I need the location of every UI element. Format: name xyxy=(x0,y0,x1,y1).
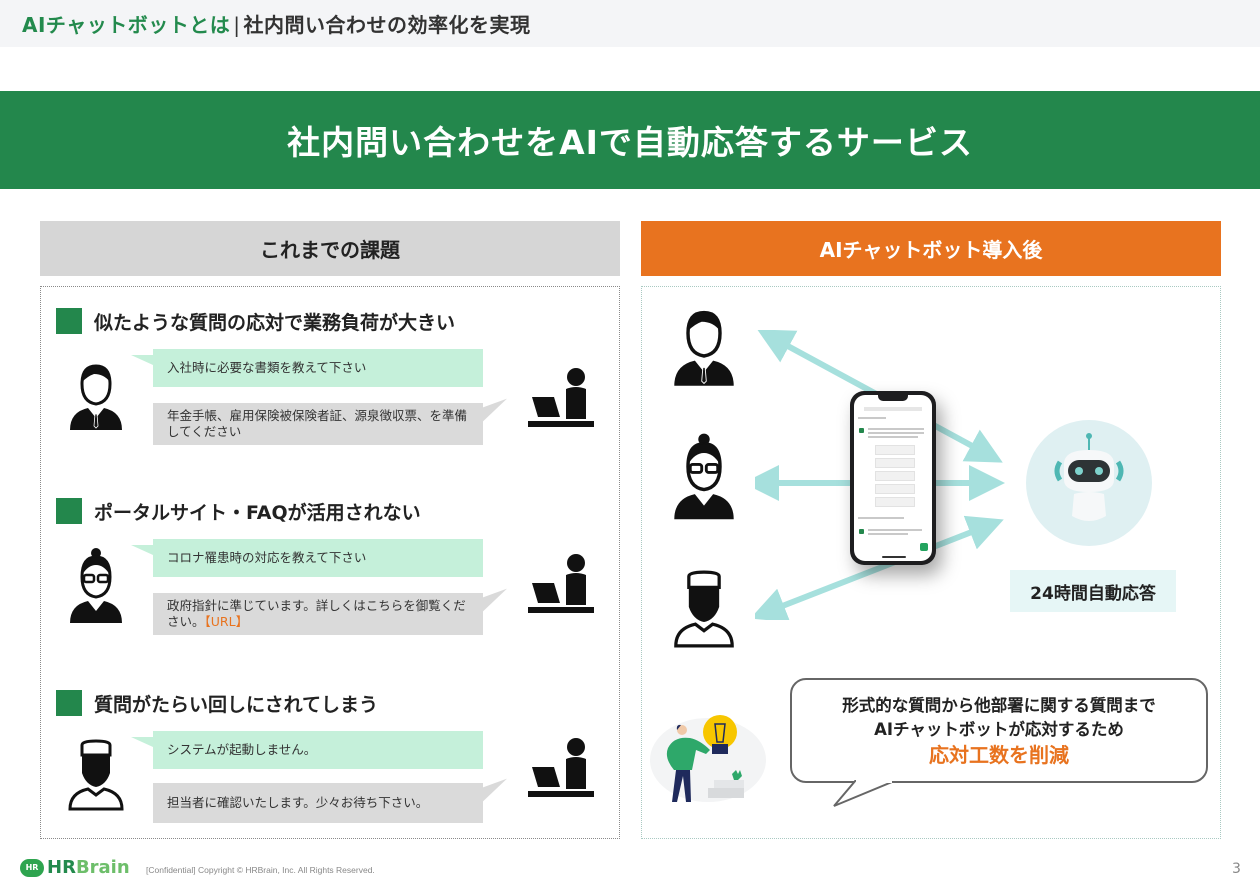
screen-line xyxy=(868,428,924,430)
bot-avatar-icon xyxy=(859,529,864,534)
issue-heading: 似たような質問の応対で業務負荷が大きい xyxy=(56,307,455,335)
callout-line-2: AIチャットボットが応対するため xyxy=(874,719,1124,739)
option-chip xyxy=(875,458,915,468)
green-square-icon xyxy=(56,498,82,524)
question-bubble: 入社時に必要な書類を教えて下さい xyxy=(131,349,483,387)
banner-title: 社内問い合わせをAIで自動応答するサービス xyxy=(287,123,973,162)
phone-notch xyxy=(878,395,908,401)
24h-response-badge: 24時間自動応答 xyxy=(1010,570,1176,612)
screen-line xyxy=(858,417,886,419)
title-banner: 社内問い合わせをAIで自動応答するサービス xyxy=(0,91,1260,189)
businessman-icon xyxy=(674,310,734,386)
header-separator: | xyxy=(233,13,241,37)
issue-item: ポータルサイト・FAQが活用されない コロナ罹患時の対応を教えて下さい 政府指針… xyxy=(56,497,616,667)
logo-hr-text: HR xyxy=(47,857,76,878)
callout-line-1: 形式的な質問から他部署に関する質問まで xyxy=(842,695,1156,715)
option-chip xyxy=(875,471,915,481)
option-chip xyxy=(875,445,915,455)
screen-line xyxy=(868,529,922,531)
screen-line xyxy=(868,432,924,434)
logo-badge-icon: HR xyxy=(20,858,44,877)
screen-line xyxy=(858,517,904,519)
chat-screen xyxy=(854,395,932,561)
logo-brain-text: Brain xyxy=(75,857,130,878)
person-at-laptop-icon xyxy=(528,368,594,427)
answer-text: 政府指針に準じています。詳しくはこちらを御覧ください。【URL】 xyxy=(167,598,469,629)
question-bubble: コロナ罹患時の対応を教えて下さい xyxy=(131,539,483,577)
worker-cap-icon xyxy=(674,570,734,648)
page-number: 3 xyxy=(1232,861,1241,877)
green-square-icon xyxy=(56,690,82,716)
header-title-rest: 社内問い合わせの効率化を実現 xyxy=(243,13,531,37)
question-text: システムが起動しません。 xyxy=(167,742,317,758)
question-bubble: システムが起動しません。 xyxy=(131,731,483,769)
answer-text: 年金手帳、雇用保険被保険者証、源泉徴収票、を準備してください xyxy=(167,408,468,439)
home-indicator xyxy=(882,556,906,558)
issue-title: 似たような質問の応対で業務負荷が大きい xyxy=(94,311,456,334)
answer-body: 政府指針に準じています。詳しくはこちらを御覧ください。 xyxy=(167,598,466,629)
issue-item: 質問がたらい回しにされてしまう システムが起動しません。 担当者に確認いたします… xyxy=(56,689,616,839)
issue-title: ポータルサイト・FAQが活用されない xyxy=(94,501,421,524)
issues-panel: 似たような質問の応対で業務負荷が大きい 入社時に必要な書類を教えて下さい 年金手… xyxy=(40,286,620,839)
page-header-title: AIチャットボットとは|社内問い合わせの効率化を実現 xyxy=(22,9,530,38)
right-column-heading: AIチャットボット導入後 xyxy=(641,221,1221,276)
answer-bubble: 年金手帳、雇用保険被保険者証、源泉徴収票、を準備してください xyxy=(153,403,483,445)
screen-line xyxy=(868,436,918,438)
issue-heading: ポータルサイト・FAQが活用されない xyxy=(56,497,421,525)
businesswoman-glasses-icon xyxy=(70,548,122,623)
person-at-laptop-icon xyxy=(528,738,594,797)
summary-callout: 形式的な質問から他部署に関する質問まで AIチャットボットが応対するため 応対工… xyxy=(790,678,1208,783)
answer-bubble: 政府指針に準じています。詳しくはこちらを御覧ください。【URL】 xyxy=(153,593,483,635)
page-header: AIチャットボットとは|社内問い合わせの効率化を実現 xyxy=(0,0,1260,47)
smartphone-chat-icon xyxy=(850,391,936,565)
answer-text: 担当者に確認いたします。少々お待ち下さい。 xyxy=(167,795,429,811)
worker-cap-icon xyxy=(68,739,124,811)
callout-highlight: 応対工数を削減 xyxy=(929,742,1069,767)
screen-line xyxy=(868,533,908,535)
businesswoman-glasses-icon xyxy=(674,433,734,520)
solution-panel xyxy=(641,286,1221,839)
screen-line xyxy=(864,407,922,411)
robot-icon xyxy=(1054,433,1124,521)
bot-avatar-icon xyxy=(859,428,864,433)
person-with-lightbulb-icon xyxy=(650,715,766,802)
send-icon xyxy=(920,543,928,551)
answer-bubble: 担当者に確認いたします。少々お待ち下さい。 xyxy=(153,783,483,823)
answer-url-link[interactable]: 【URL】 xyxy=(204,614,249,629)
issue-item: 似たような質問の応対で業務負荷が大きい 入社時に必要な書類を教えて下さい 年金手… xyxy=(56,307,616,477)
question-text: 入社時に必要な書類を教えて下さい xyxy=(167,360,367,376)
issue-title: 質問がたらい回しにされてしまう xyxy=(94,693,379,716)
issue-heading: 質問がたらい回しにされてしまう xyxy=(56,689,378,717)
option-chip xyxy=(875,497,915,507)
left-column-heading: これまでの課題 xyxy=(40,221,620,276)
green-square-icon xyxy=(56,308,82,334)
person-at-laptop-icon xyxy=(528,554,594,613)
question-text: コロナ罹患時の対応を教えて下さい xyxy=(167,550,367,566)
callout-tail xyxy=(833,780,893,807)
option-chip xyxy=(875,484,915,494)
businessman-icon xyxy=(70,364,122,430)
copyright-text: [Confidential] Copyright © HRBrain, Inc.… xyxy=(146,865,375,875)
header-title-accent: AIチャットボットとは xyxy=(22,13,231,37)
